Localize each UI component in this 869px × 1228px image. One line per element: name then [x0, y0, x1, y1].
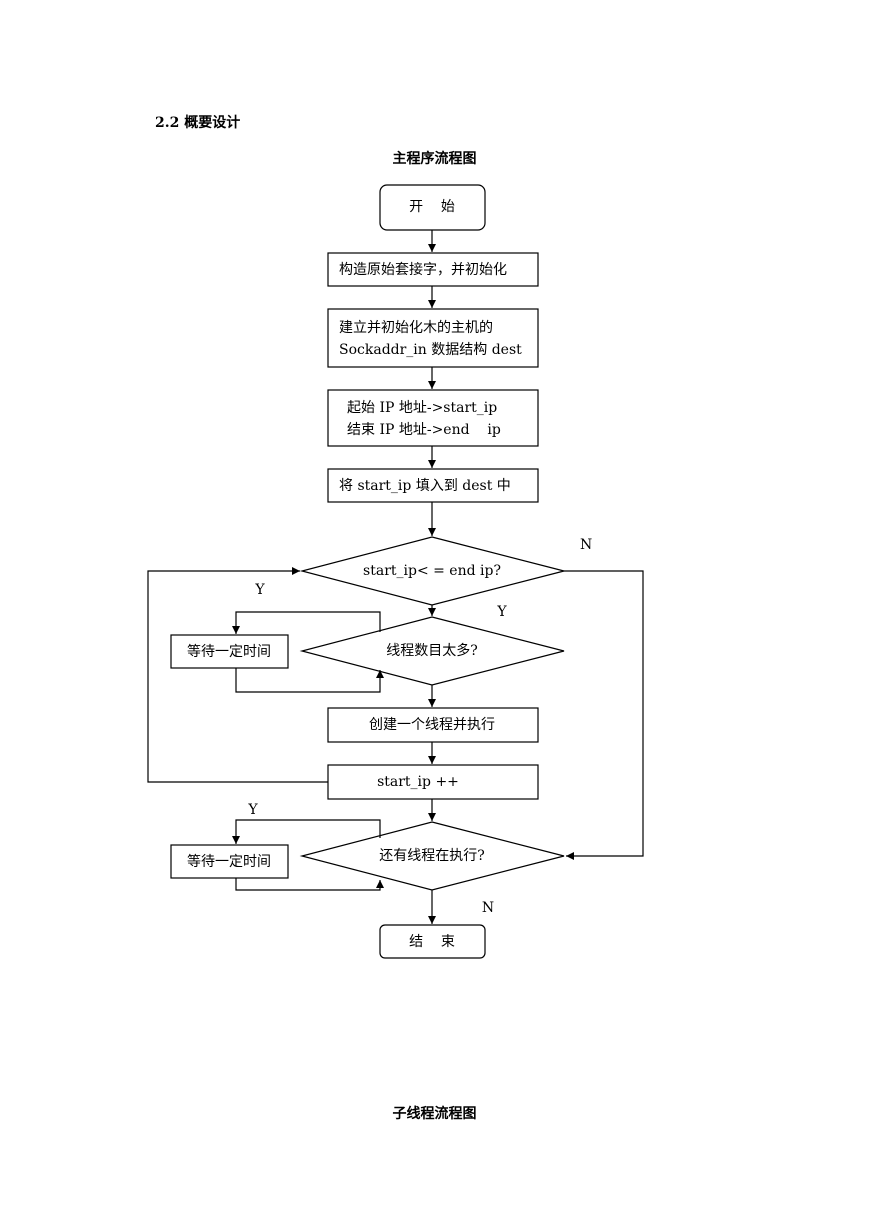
- start-node: 开 始: [379, 184, 486, 231]
- too-many-threads-node: 线程数目太多?: [299, 616, 565, 686]
- end-label: 结 束: [409, 934, 455, 950]
- init-dest-label-2: Sockaddr_in 数据结构 dest: [339, 342, 522, 358]
- loop-condition-label: start_ip< = end ip?: [363, 563, 501, 579]
- fill-dest-label: 将 start_ip 填入到 dest 中: [339, 478, 511, 494]
- wait-node-1: 等待一定时间: [170, 634, 289, 669]
- edge-threads-to-wait-1: [232, 611, 381, 634]
- create-socket-label: 构造原始套接字，并初始化: [339, 261, 507, 278]
- main-flow-title: 主程序流程图: [392, 151, 477, 167]
- ip-range-label-2: 结束 IP 地址->end ip: [347, 422, 501, 438]
- edge-increment-loop-back: [147, 567, 328, 783]
- init-dest-label-1: 建立并初始化木的主机的: [339, 319, 493, 336]
- ip-range-node: 起始 IP 地址->start_ip 结束 IP 地址->end ip: [327, 389, 539, 447]
- create-thread-node: 创建一个线程并执行: [327, 707, 539, 743]
- threads-running-label: 还有线程在执行?: [379, 848, 485, 864]
- too-many-no-label: Y: [496, 604, 507, 620]
- init-dest-node: 建立并初始化木的主机的 Sockaddr_in 数据结构 dest: [327, 308, 539, 368]
- ip-range-label-1: 起始 IP 地址->start_ip: [347, 400, 497, 416]
- loop-no-label: N: [580, 537, 592, 553]
- increment-ip-node: start_ip ++: [327, 764, 539, 800]
- wait-label-2: 等待一定时间: [187, 853, 271, 870]
- create-socket-node: 构造原始套接字，并初始化: [327, 252, 539, 287]
- end-node: 结 束: [379, 924, 486, 959]
- threads-running-node: 还有线程在执行?: [299, 821, 565, 891]
- edge-wait-1-back: [235, 668, 384, 693]
- running-yes-label: Y: [247, 802, 258, 818]
- wait-label-1: 等待一定时间: [187, 643, 271, 660]
- fill-dest-node: 将 start_ip 填入到 dest 中: [327, 468, 539, 503]
- running-no-label: N: [482, 900, 494, 916]
- edge-wait-2-back: [235, 878, 384, 891]
- start-label: 开 始: [409, 199, 455, 215]
- sub-flow-title: 子线程流程图: [392, 1106, 477, 1122]
- edge-running-to-wait-2: [232, 819, 381, 844]
- create-thread-label: 创建一个线程并执行: [369, 717, 495, 733]
- edge-loop-no-to-running: [564, 570, 644, 860]
- too-many-yes-label: Y: [254, 582, 265, 598]
- loop-condition-node: start_ip< = end ip?: [299, 536, 565, 606]
- increment-ip-label: start_ip ++: [377, 774, 459, 790]
- too-many-threads-label: 线程数目太多?: [386, 642, 478, 659]
- section-heading: 2.2 概要设计: [155, 115, 241, 131]
- wait-node-2: 等待一定时间: [170, 844, 289, 879]
